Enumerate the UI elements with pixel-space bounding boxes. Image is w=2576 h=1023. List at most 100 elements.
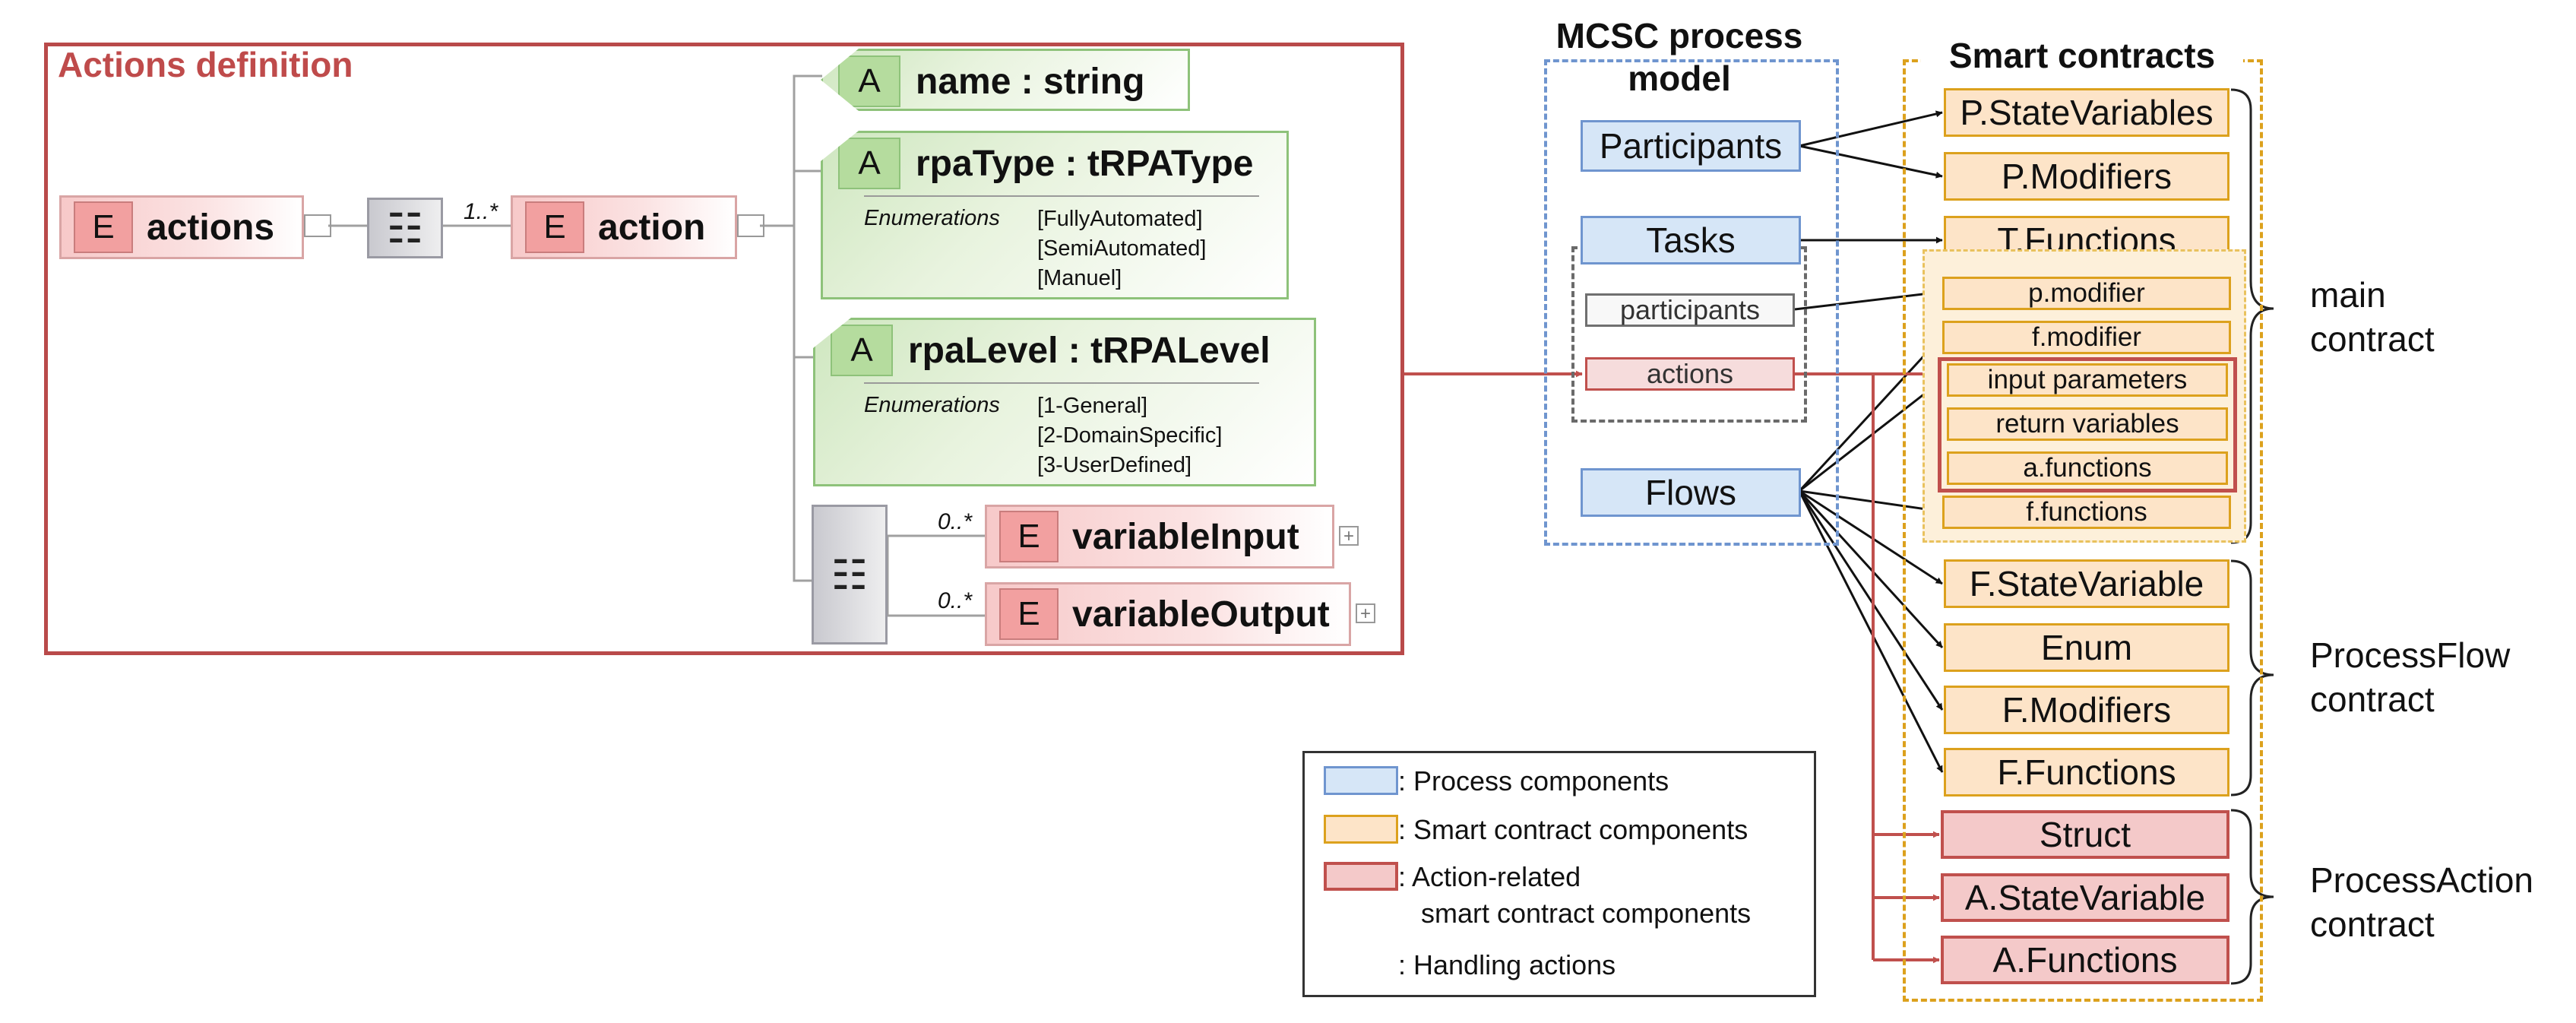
- attribute-rpatype[interactable]: A rpaType : tRPAType Enumerations [Fully…: [821, 131, 1289, 299]
- enum-value: [3-UserDefined]: [1037, 453, 1192, 477]
- legend-action-text-line1: : Action-related: [1398, 861, 1581, 892]
- struct-box[interactable]: Struct: [1941, 810, 2229, 859]
- attribute-tag: A: [831, 325, 893, 376]
- legend-smart-text: : Smart contract components: [1398, 814, 1748, 845]
- afunctions-box[interactable]: A.Functions: [1941, 936, 2229, 984]
- variable-output-multiplicity: 0..*: [938, 588, 973, 613]
- astatevariable-box[interactable]: A.StateVariable: [1941, 873, 2229, 922]
- processflow-contract-label-line1: ProcessFlow: [2310, 635, 2511, 675]
- attribute-rpalevel-label: rpaLevel : tRPALevel: [908, 330, 1271, 371]
- action-collapse-stub[interactable]: [737, 214, 764, 237]
- attribute-name-label: name : string: [916, 61, 1145, 102]
- arrow-taskparticipants-pmodifier: [1794, 289, 1943, 311]
- expand-icon[interactable]: +: [1356, 603, 1375, 623]
- arrow-participants-pmodifiers: [1799, 144, 1943, 179]
- pmodifiers-box[interactable]: P.Modifiers: [1944, 152, 2229, 201]
- task-actions-box[interactable]: actions: [1585, 357, 1795, 391]
- element-variable-input[interactable]: E variableInput: [985, 505, 1334, 569]
- main-contract-label-line2: contract: [2310, 319, 2435, 359]
- arrow-flows-fmodifier: [1798, 334, 1944, 492]
- divider: [864, 382, 1259, 384]
- flows-box[interactable]: Flows: [1581, 468, 1801, 517]
- actions-definition-title: Actions definition: [58, 45, 353, 84]
- arrow-flows-ffunctions: [1798, 490, 1944, 773]
- enum-value: [Manuel]: [1037, 266, 1122, 290]
- smart-contracts-title: Smart contracts: [1921, 35, 2243, 76]
- handling-action-lines: [1404, 370, 1940, 964]
- legend-process-text: : Process components: [1398, 765, 1669, 797]
- arrow-flows-inputparams: [1799, 378, 1943, 492]
- element-tag: E: [525, 201, 584, 253]
- element-variable-input-label: variableInput: [1072, 516, 1299, 557]
- legend-smart-swatch: [1324, 815, 1398, 844]
- tasks-detail-frame: [1571, 246, 1807, 423]
- mcsc-title-line1: MCSC process: [1555, 16, 1803, 55]
- task-participants-box[interactable]: participants: [1585, 293, 1795, 327]
- enum-value: [1-General]: [1037, 394, 1148, 418]
- element-action[interactable]: E action: [511, 195, 737, 259]
- action-multiplicity: 1..*: [464, 199, 498, 224]
- f-functions-box[interactable]: f.functions: [1942, 496, 2231, 529]
- brace-main: [2230, 88, 2274, 544]
- arrow-flows-fmodifiers: [1798, 490, 1944, 711]
- xsd-tree-connectors: [328, 74, 985, 617]
- processaction-contract-label-line1: ProcessAction: [2310, 860, 2534, 900]
- attribute-tag: A: [838, 55, 900, 107]
- enum-value: [FullyAutomated]: [1037, 207, 1203, 231]
- element-tag: E: [999, 511, 1059, 562]
- brace-processaction: [2230, 809, 2274, 985]
- sequence-tree-icon-variables: ☷: [812, 505, 888, 645]
- main-contract-label-line1: main: [2310, 275, 2386, 315]
- attribute-rpatype-label: rpaType : tRPAType: [916, 143, 1254, 184]
- divider: [864, 195, 1259, 197]
- legend-process-swatch: [1324, 766, 1398, 795]
- expand-icon[interactable]: +: [1339, 526, 1359, 546]
- enum-value: [2-DomainSpecific]: [1037, 423, 1223, 448]
- processaction-contract-label-line2: contract: [2310, 904, 2435, 944]
- fmodifier-box[interactable]: f.modifier: [1942, 321, 2231, 354]
- mapping-arrows: [1794, 110, 1944, 773]
- element-action-label: action: [598, 207, 706, 248]
- enum-value: [SemiAutomated]: [1037, 236, 1207, 261]
- variable-input-multiplicity: 0..*: [938, 509, 973, 534]
- processflow-contract-label-line2: contract: [2310, 679, 2435, 719]
- element-variable-output[interactable]: E variableOutput: [985, 582, 1351, 646]
- pstatevariables-box[interactable]: P.StateVariables: [1944, 88, 2229, 137]
- sequence-tree-icon: ☷: [367, 198, 443, 258]
- actions-definition-frame: [44, 43, 1404, 655]
- input-parameters-box[interactable]: input parameters: [1947, 363, 2228, 397]
- action-function-group: [1938, 357, 2237, 492]
- fmodifiers-box[interactable]: F.Modifiers: [1944, 686, 2229, 734]
- participants-box[interactable]: Participants: [1581, 120, 1801, 172]
- pmodifier-box[interactable]: p.modifier: [1942, 277, 2231, 310]
- enum-box[interactable]: Enum: [1944, 623, 2229, 672]
- element-tag: E: [999, 588, 1059, 640]
- return-variables-box[interactable]: return variables: [1947, 407, 2228, 441]
- legend-handling-text: : Handling actions: [1398, 949, 1616, 980]
- actions-collapse-stub[interactable]: [304, 214, 331, 237]
- arrow-participants-pstatevars: [1799, 110, 1943, 147]
- element-variable-output-label: variableOutput: [1072, 594, 1330, 635]
- attribute-rpalevel[interactable]: A rpaLevel : tRPALevel Enumerations [1-G…: [813, 318, 1316, 486]
- attribute-tag: A: [838, 138, 900, 189]
- enumerations-label: Enumerations: [864, 393, 1000, 417]
- ffunctions-box[interactable]: F.Functions: [1944, 748, 2229, 797]
- element-actions-label: actions: [147, 207, 275, 248]
- contract-braces: [2230, 88, 2274, 985]
- legend-action-swatch: [1324, 862, 1398, 891]
- mcsc-process-frame: [1544, 59, 1839, 546]
- tasks-box[interactable]: Tasks: [1581, 216, 1801, 264]
- mcsc-title-line2: model: [1628, 59, 1731, 98]
- element-actions[interactable]: E actions: [59, 195, 304, 259]
- attribute-name[interactable]: A name : string: [821, 49, 1190, 111]
- brace-processflow: [2230, 559, 2274, 797]
- enumerations-label: Enumerations: [864, 206, 1000, 230]
- element-tag: E: [74, 201, 133, 253]
- arrow-flows-ffunctions-lower: [1799, 489, 1943, 515]
- legend-action-text-line2: smart contract components: [1421, 898, 1752, 929]
- a-functions-box[interactable]: a.functions: [1947, 451, 2228, 485]
- fstatevariable-box[interactable]: F.StateVariable: [1944, 559, 2229, 608]
- arrow-flows-enum: [1798, 489, 1944, 649]
